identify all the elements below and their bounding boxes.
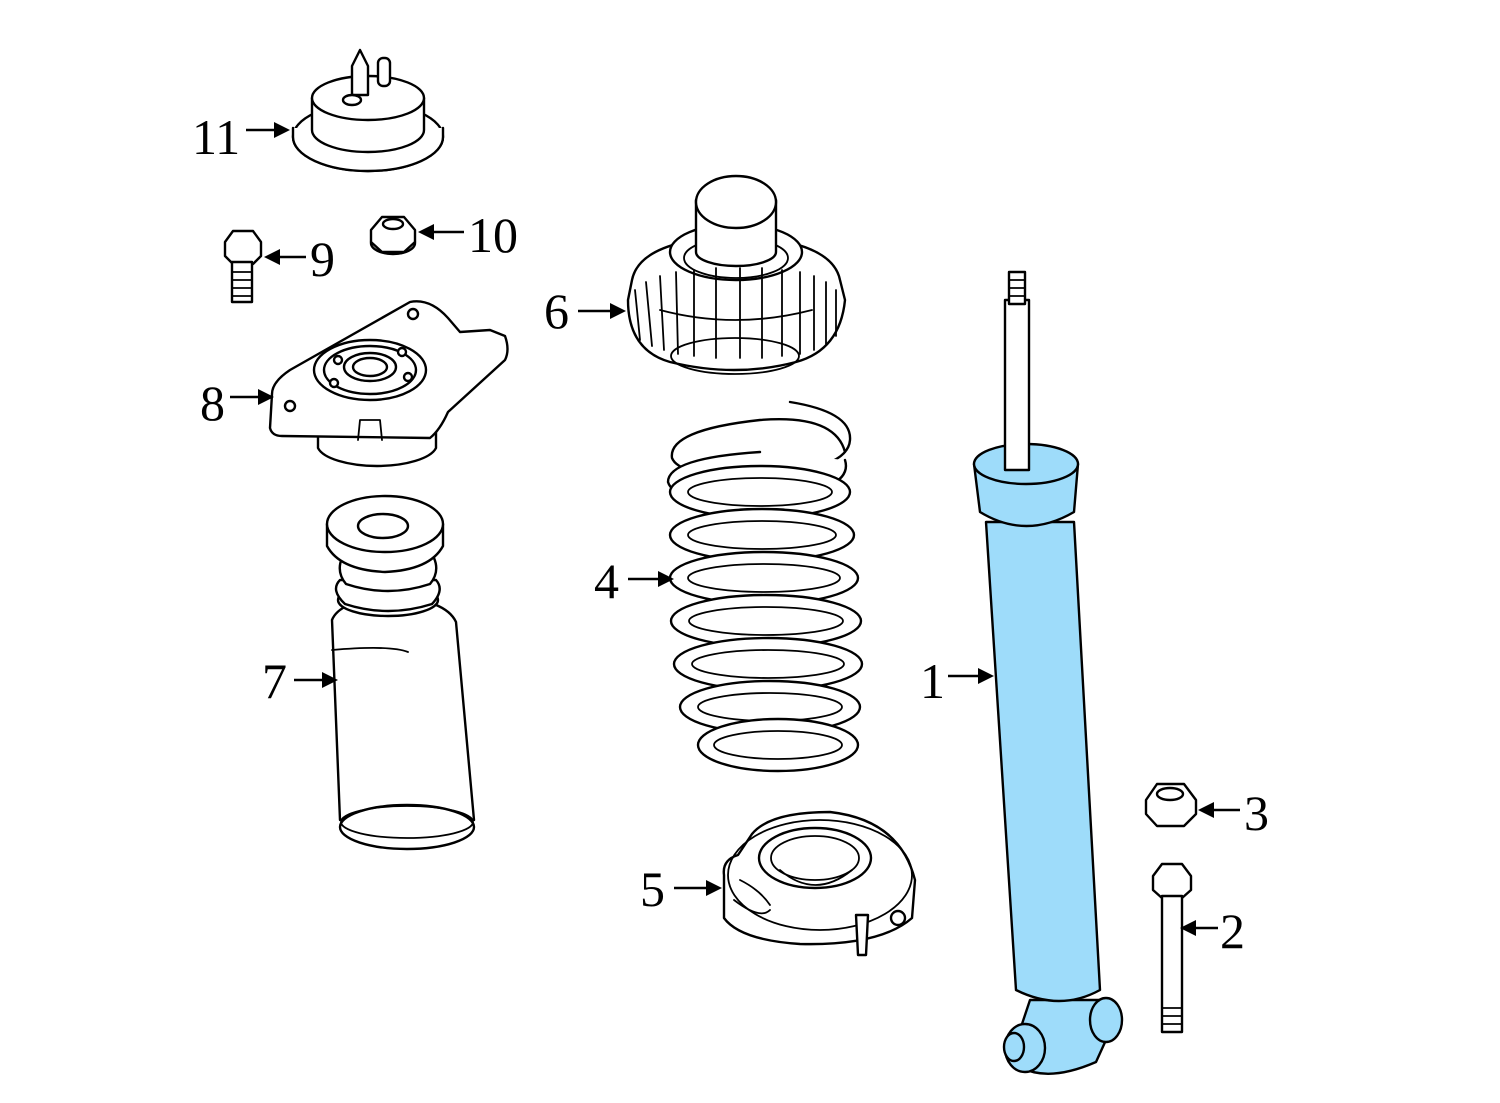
part-2-bolt[interactable] (1151, 862, 1193, 1034)
part-10-nut[interactable] (369, 215, 417, 256)
callout-label-9: 9 (310, 231, 335, 287)
part-3-nut[interactable] (1144, 782, 1198, 828)
callout-label-1: 1 (920, 653, 945, 709)
part-8-upper-mount[interactable] (268, 300, 509, 468)
callout-6: 6 (544, 283, 626, 339)
callout-label-6: 6 (544, 283, 569, 339)
part-11-cap[interactable] (291, 48, 445, 173)
callout-9: 9 (264, 231, 335, 287)
part-6-upper-spring-seat[interactable] (626, 174, 847, 375)
part-1-shock-absorber[interactable] (972, 270, 1124, 1075)
callout-label-7: 7 (262, 653, 287, 709)
part-7-dust-boot[interactable] (325, 494, 476, 851)
callout-label-3: 3 (1244, 785, 1269, 841)
callout-2: 2 (1180, 903, 1245, 959)
callout-label-11: 11 (192, 109, 240, 165)
part-9-bolt[interactable] (223, 229, 263, 304)
part-5-lower-spring-seat[interactable] (722, 810, 917, 957)
callout-label-10: 10 (468, 207, 518, 263)
callout-label-5: 5 (640, 861, 665, 917)
callout-label-4: 4 (594, 553, 619, 609)
callout-5: 5 (640, 861, 722, 917)
callout-7: 7 (262, 653, 338, 709)
callout-8: 8 (200, 375, 274, 431)
callout-label-8: 8 (200, 375, 225, 431)
callout-label-2: 2 (1220, 903, 1245, 959)
callout-3: 3 (1198, 785, 1269, 841)
callout-1: 1 (920, 653, 994, 709)
callout-4: 4 (594, 553, 674, 609)
part-4-coil-spring[interactable] (666, 400, 864, 773)
callout-10: 10 (418, 207, 518, 263)
callout-11: 11 (192, 109, 290, 165)
